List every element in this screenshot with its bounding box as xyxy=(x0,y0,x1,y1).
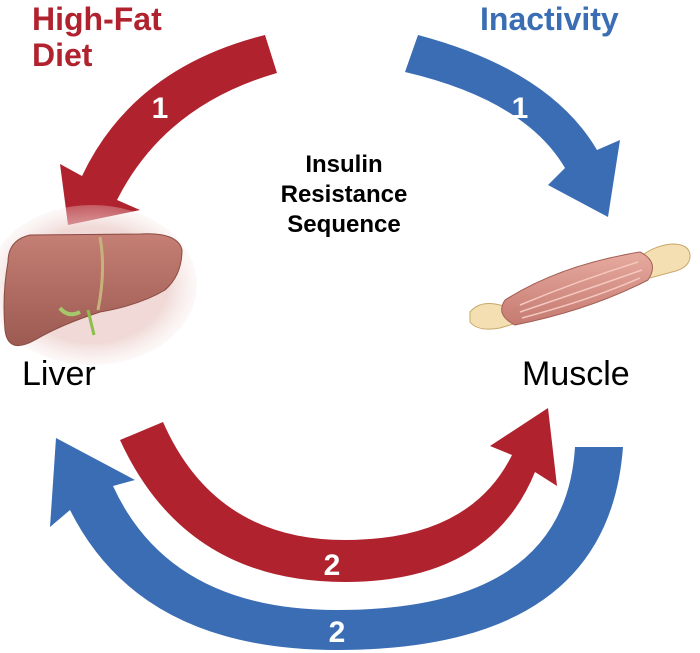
red-arrow-diet-to-liver: 1 xyxy=(60,35,277,225)
blue-bottom-step-number: 2 xyxy=(329,616,346,649)
blue-arrow-muscle-to-liver: 2 xyxy=(50,438,623,650)
red-arrow-step-number: 1 xyxy=(152,92,169,125)
diagram-title-line1: Insulin xyxy=(305,151,382,178)
diagram-title-line3: Sequence xyxy=(287,211,400,238)
red-bottom-step-number: 2 xyxy=(324,549,341,582)
diagram-title-line2: Resistance xyxy=(281,181,408,208)
organ-label-muscle: Muscle xyxy=(522,355,630,393)
organ-label-liver: Liver xyxy=(22,355,96,393)
blue-arrow-step-number: 1 xyxy=(512,92,529,125)
cause-label-diet: Diet xyxy=(32,37,93,73)
red-arrow-liver-to-muscle: 2 xyxy=(120,408,557,582)
liver-illustration xyxy=(0,205,197,365)
muscle-illustration xyxy=(469,243,691,330)
cause-label-inactivity: Inactivity xyxy=(480,1,619,37)
blue-arrow-inactivity-to-muscle: 1 xyxy=(405,35,620,217)
cause-label-high-fat: High-Fat xyxy=(32,1,162,37)
